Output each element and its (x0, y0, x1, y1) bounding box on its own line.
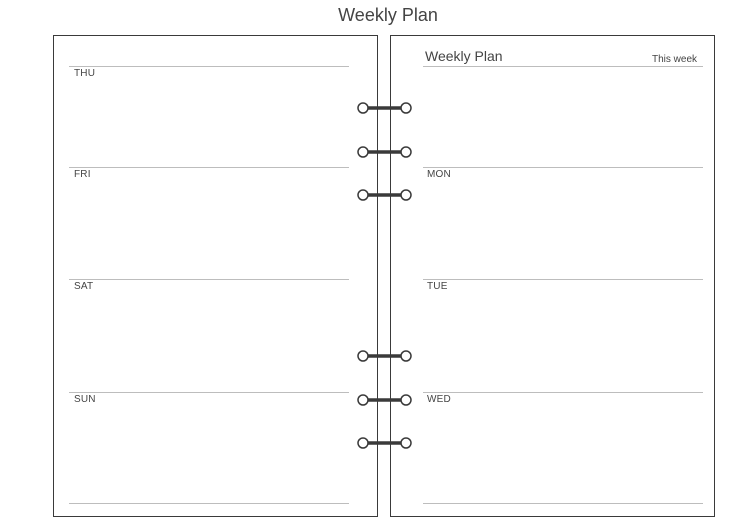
plan-title: Weekly Plan (425, 48, 503, 64)
day-rule (69, 279, 349, 280)
right-planner-page: Weekly Plan This week MON TUE WED (390, 35, 715, 517)
left-planner-page: THU FRI SAT SUN (53, 35, 378, 517)
day-label-wed: WED (427, 394, 451, 405)
binder-ring-3 (357, 189, 412, 201)
day-rule (423, 279, 703, 280)
day-label-mon: MON (427, 169, 451, 180)
day-rule (423, 167, 703, 168)
day-label-sun: SUN (74, 394, 96, 405)
day-label-fri: FRI (74, 169, 91, 180)
day-label-sat: SAT (74, 281, 94, 292)
binder-ring-5 (357, 394, 412, 406)
day-rule (69, 167, 349, 168)
day-rule (423, 392, 703, 393)
binder-ring-2 (357, 146, 412, 158)
binder-ring-1 (357, 102, 412, 114)
day-label-tue: TUE (427, 281, 448, 292)
plan-week-label: This week (651, 54, 697, 65)
page-caption: Weekly Plan (338, 5, 438, 25)
binder-ring-6 (357, 437, 412, 449)
binder-ring-4 (357, 350, 412, 362)
bottom-rule (423, 503, 703, 504)
day-rule (69, 66, 349, 67)
bottom-rule (69, 503, 349, 504)
header-rule (423, 66, 703, 67)
day-rule (69, 392, 349, 393)
day-label-thu: THU (74, 68, 96, 79)
